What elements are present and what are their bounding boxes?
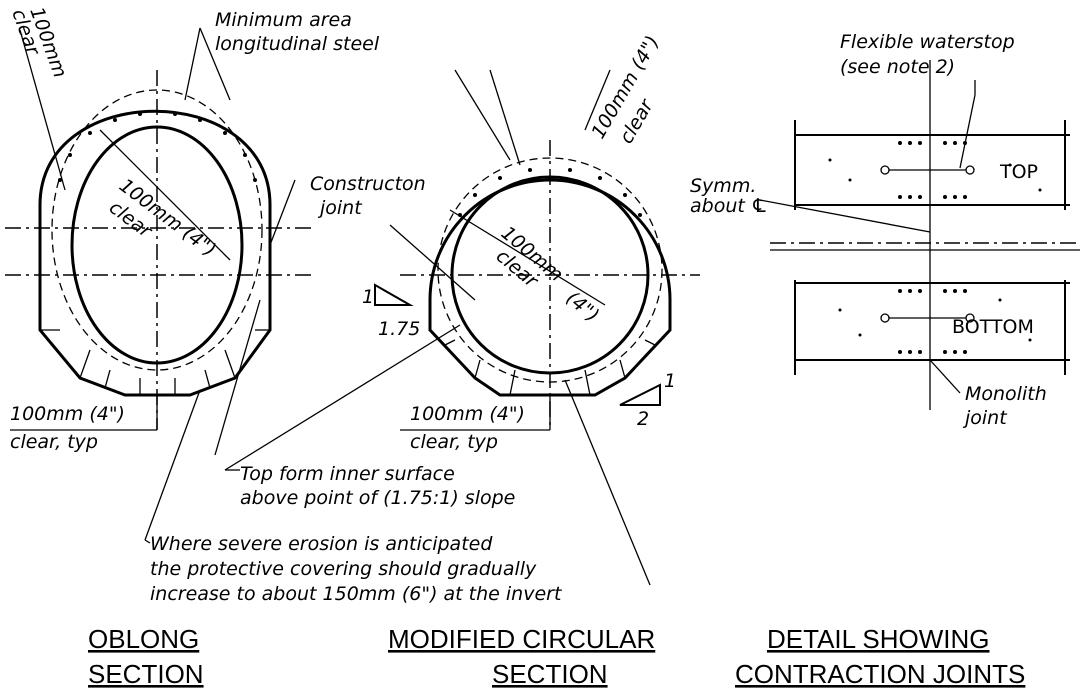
circular-title-2: SECTION bbox=[492, 659, 608, 689]
monolith-label-2: joint bbox=[962, 407, 1008, 429]
oblong-bottom-clear-2: clear, typ bbox=[10, 431, 98, 453]
oblong-min-area-1: Minimum area bbox=[215, 9, 352, 31]
slope-triangle-1 bbox=[374, 283, 414, 306]
detail-concrete-dots bbox=[828, 141, 1042, 354]
symm-label-2: about ℄ bbox=[690, 195, 768, 217]
circular-rebar-dots bbox=[458, 168, 642, 217]
bottom-label: BOTTOM bbox=[952, 316, 1034, 338]
top-form-note-1: Top form inner surface bbox=[240, 463, 455, 485]
erosion-leader bbox=[144, 539, 151, 544]
oblong-bottom-clear-1: 100mm (4") bbox=[10, 403, 125, 425]
circular-title-1: MODIFIED CIRCULAR bbox=[388, 624, 655, 654]
oblong-bottom-hatch bbox=[40, 329, 270, 395]
oblong-title-1: OBLONG bbox=[88, 624, 199, 654]
erosion-note-2: the protective covering should gradually bbox=[150, 558, 537, 580]
slope-label-2-1: 1 bbox=[664, 370, 676, 392]
oblong-title-2: SECTION bbox=[88, 659, 204, 689]
monolith-label-1: Monolith bbox=[965, 383, 1047, 405]
circular-inner-clear-3: (4") bbox=[562, 287, 603, 327]
oblong-min-area-2: longitudinal steel bbox=[215, 33, 380, 55]
slope-label-175: 1.75 bbox=[378, 318, 420, 340]
top-form-note-2: above point of (1.75:1) slope bbox=[240, 487, 515, 509]
waterstop-label-1: Flexible waterstop bbox=[840, 31, 1015, 53]
detail-title-2: CONTRACTION JOINTS bbox=[735, 659, 1025, 689]
detail-leaders bbox=[759, 80, 976, 394]
oblong-outer-shape bbox=[38, 109, 272, 397]
shared-notes: Top form inner surface above point of (1… bbox=[144, 463, 563, 605]
waterstop-bottom bbox=[880, 313, 975, 323]
top-label: TOP bbox=[999, 161, 1038, 183]
oblong-rebar-dots bbox=[58, 112, 257, 182]
circular-leaders bbox=[224, 69, 651, 586]
slope-label-2: 2 bbox=[637, 408, 649, 430]
detail-title-1: DETAIL SHOWING bbox=[767, 624, 989, 654]
symm-label-1: Symm. bbox=[690, 175, 756, 197]
circular-outer-shape bbox=[428, 178, 672, 397]
erosion-note-3: increase to about 150mm (6") at the inve… bbox=[150, 583, 563, 605]
waterstop-label-2: (see note 2) bbox=[840, 56, 955, 78]
contraction-joint-detail: Flexible waterstop (see note 2) Symm. ab… bbox=[690, 31, 1080, 689]
slope-label-1: 1 bbox=[362, 286, 374, 308]
oblong-joint-1: Constructon bbox=[310, 173, 426, 195]
oblong-leaders bbox=[10, 27, 296, 541]
oblong-joint-2: joint bbox=[317, 197, 363, 219]
circular-bottom-clear-2: clear, typ bbox=[410, 431, 498, 453]
waterstop-top bbox=[880, 165, 975, 175]
slope-triangle-2 bbox=[619, 383, 661, 406]
circular-bottom-clear-1: 100mm (4") bbox=[410, 403, 525, 425]
circular-bottom-hatch bbox=[444, 339, 656, 396]
erosion-note-1: Where severe erosion is anticipated bbox=[150, 533, 493, 555]
oblong-steel-hidden bbox=[51, 89, 263, 371]
